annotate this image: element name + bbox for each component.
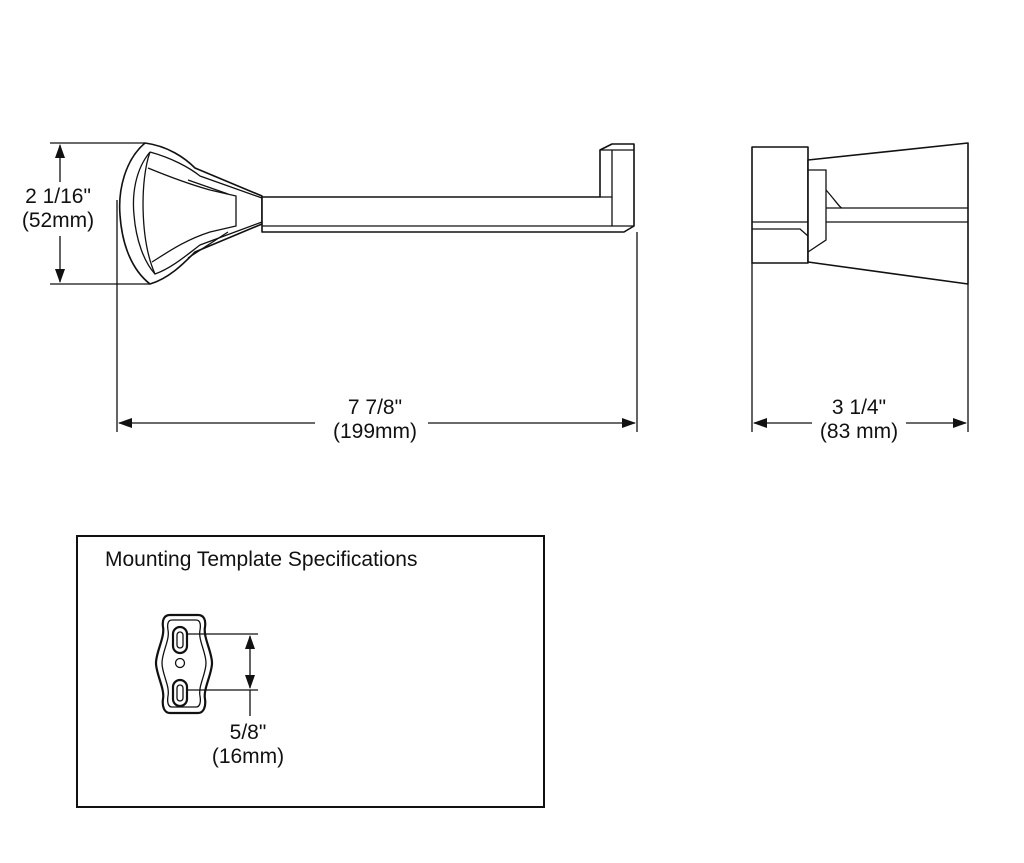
- mounting-template-title: Mounting Template Specifications: [105, 548, 417, 571]
- height-imperial-label: 2 1/16": [25, 185, 91, 208]
- side-view-toilet-paper-holder: 2 1/16" (52mm) 7 7/8" (199mm): [22, 142, 638, 443]
- upper-mounting-slot: [171, 625, 189, 655]
- center-hole: [174, 657, 186, 669]
- projection-imperial-label: 3 1/4": [832, 396, 886, 419]
- slot-spacing-imperial-label: 5/8": [230, 721, 267, 744]
- mounting-template-panel: Mounting Template Specifications 5/8" (1…: [76, 535, 545, 808]
- length-imperial-label: 7 7/8": [348, 396, 402, 419]
- slot-spacing-metric-label: (16mm): [212, 745, 284, 768]
- length-metric-label: (199mm): [333, 420, 417, 443]
- end-view-toilet-paper-holder: 3 1/4" (83 mm): [751, 142, 969, 443]
- height-metric-label: (52mm): [22, 209, 94, 232]
- lower-mounting-slot: [171, 678, 189, 708]
- projection-metric-label: (83 mm): [820, 420, 898, 443]
